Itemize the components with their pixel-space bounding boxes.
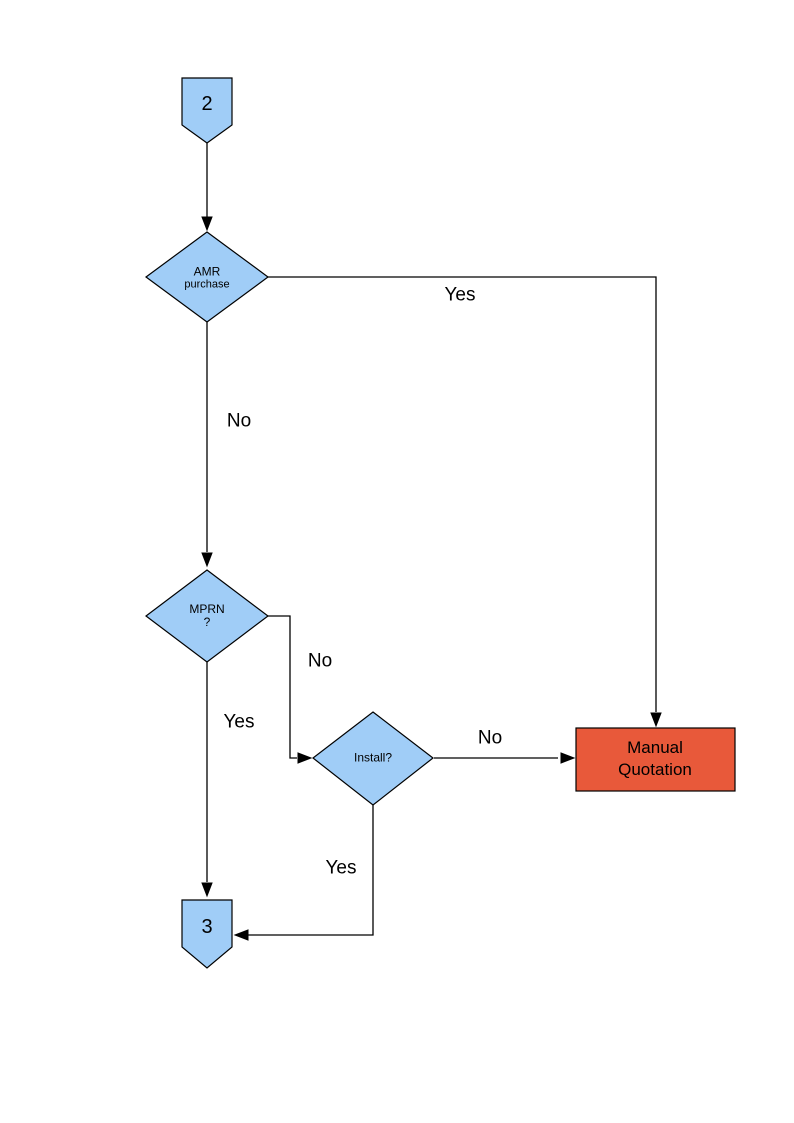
node-offpage-connector-2 (181, 77, 233, 144)
amr-purchase-label-line2: purchase (184, 278, 230, 291)
edge-label-amr-no: No (226, 410, 252, 432)
edge-label-mprn-no: No (307, 650, 333, 672)
edge-label-install-no: No (477, 727, 503, 749)
amr-purchase-label: AMR purchase (184, 264, 230, 291)
edge-label-amr-yes: Yes (444, 284, 476, 306)
arrowhead-into-connector3-top (201, 882, 213, 898)
node-decision-amr-purchase (144, 231, 270, 323)
arrowhead-into-mprn (201, 552, 213, 568)
node-offpage-connector-3 (181, 899, 233, 969)
mprn-label: MPRN ? (189, 601, 225, 629)
node-decision-mprn (145, 569, 269, 663)
amr-purchase-label-line1: AMR (193, 264, 221, 279)
arrowhead-into-manual-quotation-left (560, 752, 576, 764)
edge-label-install-yes: Yes (325, 857, 357, 879)
arrowhead-into-install (297, 752, 313, 764)
arrowhead-into-amr (201, 216, 213, 232)
manual-quotation-label-line1: Manual (627, 738, 683, 757)
edge-mprn-no-to-install (268, 615, 297, 759)
edge-label-mprn-yes: Yes (223, 711, 255, 733)
install-label: Install? (353, 750, 393, 765)
manual-quotation-label-line2: Quotation (618, 760, 692, 779)
arrowhead-into-connector3-right (233, 929, 249, 941)
edge-install-yes-to-connector3 (248, 805, 374, 936)
connector-3-label: 3 (201, 916, 213, 938)
manual-quotation-label: Manual Quotation (618, 737, 692, 781)
edge-amr-yes-to-manual-quotation (268, 276, 657, 712)
connector-2-label: 2 (201, 93, 213, 115)
node-process-manual-quotation (575, 727, 736, 792)
mprn-label-line1: MPRN (189, 601, 225, 616)
arrowhead-into-manual-quotation-top (650, 712, 662, 728)
node-decision-install (312, 711, 434, 806)
mprn-label-line2: ? (203, 615, 211, 629)
